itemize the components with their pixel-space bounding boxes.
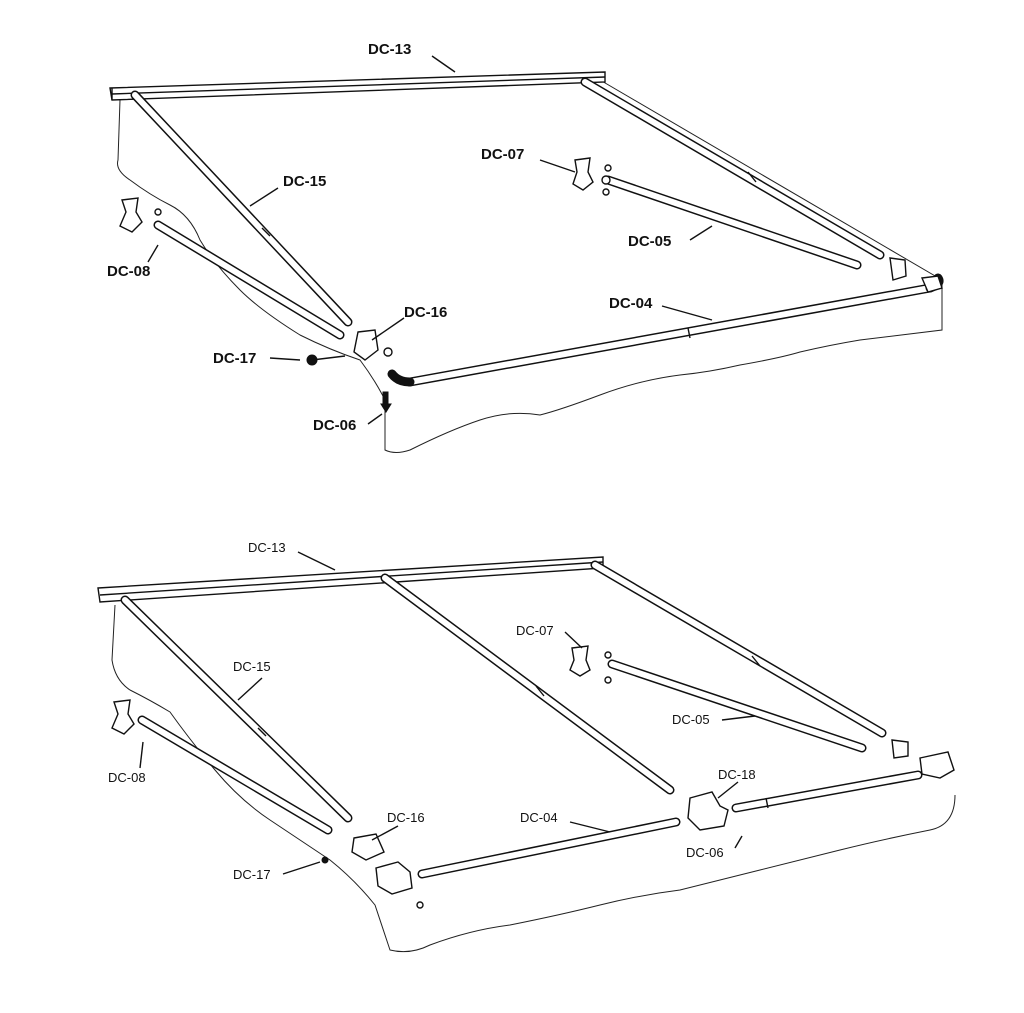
top-label-dc08: DC-08 [107,263,150,280]
bottom-arm-left [137,715,333,835]
top-arm-left [153,220,345,340]
top-rafter-right [580,77,885,260]
top-arm-right [603,175,862,270]
top-header-rail [109,71,606,101]
top-label-dc17: DC-17 [213,350,256,367]
bottom-label-dc18: DC-18 [718,767,756,782]
top-assembly: DC-13 DC-15 DC-07 DC-05 DC-08 DC-16 DC-0… [107,41,944,453]
top-label-dc15: DC-15 [283,173,326,190]
bottom-label-dc05: DC-05 [672,712,710,727]
bottom-fitting-dc18 [687,791,729,831]
top-label-dc06: DC-06 [313,417,356,434]
bottom-arm-right [607,659,867,753]
top-fabric-outline [117,79,943,453]
top-label-dc16: DC-16 [404,304,447,321]
bottom-label-dc04: DC-04 [520,810,558,825]
bottom-label-dc08: DC-08 [108,770,146,785]
bottom-label-dc15: DC-15 [233,659,271,674]
top-bracket-dc08 [119,197,143,233]
top-label-dc13: DC-13 [368,41,411,58]
bottom-label-dc13: DC-13 [248,540,286,555]
top-label-dc07: DC-07 [481,146,524,163]
top-fitting-dc16 [353,329,379,361]
bottom-fabric-outline [111,604,956,953]
top-fitting-right-end [889,257,907,281]
bottom-bracket-dc08 [111,699,135,735]
bottom-rafter-left [120,595,353,823]
top-screw-dc06 [380,391,392,413]
bottom-bracket-dc07 [569,645,591,677]
top-label-dc04: DC-04 [609,295,653,312]
bottom-fitting-right-end [891,739,955,779]
top-front-bar [387,273,944,387]
bottom-label-dc06: DC-06 [686,845,724,860]
bottom-assembly: DC-13 DC-07 DC-15 DC-05 DC-08 DC-18 DC-1… [97,540,956,953]
bottom-rafter-right [590,560,887,738]
bottom-fitting-dc16 [351,833,413,895]
bottom-label-dc17: DC-17 [233,867,271,882]
top-label-dc05: DC-05 [628,233,671,250]
top-bracket-dc07 [572,157,594,191]
bottom-label-dc07: DC-07 [516,623,554,638]
top-pin-dc17 [306,354,346,366]
bottom-label-dc16: DC-16 [387,810,425,825]
bottom-rafter-center [380,573,675,795]
bottom-front-bar [417,770,923,879]
bottom-header-rail [97,556,604,603]
top-rafter-left [130,90,353,327]
